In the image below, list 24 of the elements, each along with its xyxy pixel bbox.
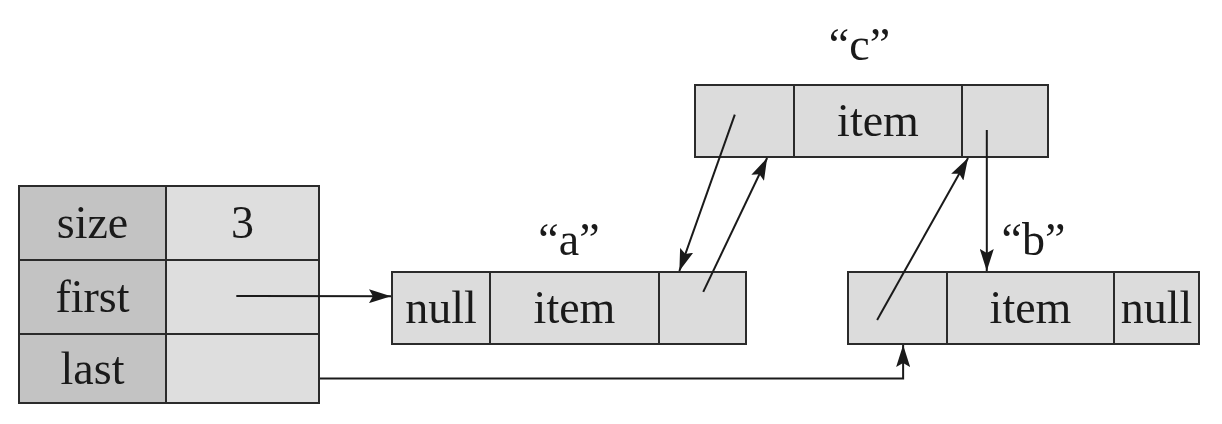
node-label: “c” <box>828 22 891 68</box>
pointer-cell <box>849 273 946 343</box>
node-label: “a” <box>538 217 600 263</box>
arrow <box>876 157 970 321</box>
arrow <box>678 113 736 272</box>
table-cell: last <box>18 333 167 404</box>
data-cell: item <box>489 273 658 343</box>
table-cell: size <box>18 185 167 261</box>
pointer-cell <box>658 273 745 343</box>
table-cell <box>165 333 320 404</box>
arrow <box>979 129 994 272</box>
table-cell <box>165 259 320 335</box>
arrow <box>702 157 769 293</box>
data-cell: item <box>946 273 1113 343</box>
data-cell: null <box>393 273 489 343</box>
pointer-cell <box>696 86 793 156</box>
pointer-cell <box>961 86 1047 156</box>
data-cell: null <box>1113 273 1198 343</box>
node-label: “b” <box>1001 217 1066 263</box>
data-cell: item <box>793 86 961 156</box>
table-cell: 3 <box>165 185 320 261</box>
table-cell: first <box>18 259 167 335</box>
arrow <box>235 289 392 304</box>
arrow <box>319 344 911 380</box>
